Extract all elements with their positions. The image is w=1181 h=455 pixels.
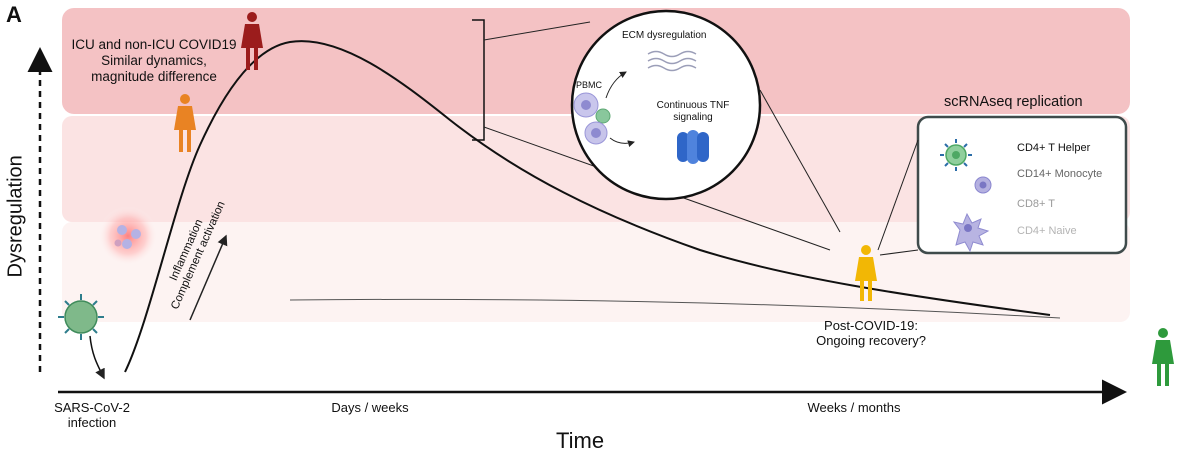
replication-connector-bottom: [879, 249, 919, 256]
cd14-monocyte-icon: [974, 176, 992, 194]
icu-patient-icon: [241, 12, 263, 70]
panel-label: A: [6, 2, 22, 27]
pbmc-label: PBMC: [576, 80, 603, 90]
days-weeks-label: Days / weeks: [331, 400, 409, 415]
replication-title: scRNAseq replication: [944, 94, 1083, 110]
infection-arrow: [89, 335, 105, 380]
tnf-label: Continuous TNF signaling: [656, 100, 730, 123]
recovered-patient-icon: [1152, 328, 1174, 386]
weeks-months-label: Weeks / months: [807, 400, 901, 415]
cell-label-cd14-monocyte: CD14+ Monocyte: [1017, 168, 1103, 180]
cell-label-cd4-t-helper: CD4+ T Helper: [1017, 142, 1091, 154]
icu-note: ICU and non-ICU COVID19 Similar dynamics…: [71, 37, 237, 84]
pbmc-arrow-right: [609, 137, 635, 148]
coronavirus-icon: [58, 294, 104, 340]
dysregulation-curve: [124, 40, 1051, 373]
zoom-connector-top: [483, 21, 591, 41]
cell-label-cd4-naive: CD4+ Naive: [1017, 225, 1077, 237]
replication-connector-top: [877, 139, 919, 251]
ecm-label: ECM dysregulation: [622, 30, 707, 41]
cd4-naive-icon: [952, 212, 990, 253]
cd4-t-helper-icon: [940, 139, 972, 171]
zoom-connector-right: [759, 89, 841, 233]
ecm-fiber-icon: [647, 50, 697, 72]
x-axis-label: Time: [556, 428, 605, 453]
y-axis-label: Dysregulation: [4, 155, 27, 278]
secondary-curve: [289, 298, 1061, 319]
post-covid-label: Post-COVID-19: Ongoing recovery?: [816, 318, 926, 348]
inflamed-cells-icon: [98, 206, 158, 266]
cell-label-cd8-t: CD8+ T: [1017, 198, 1056, 210]
tnf-receptor-icon: [677, 130, 709, 164]
infection-label: SARS-CoV-2 infection: [54, 400, 130, 430]
non-icu-patient-icon: [174, 94, 196, 152]
pbmc-arrow-up: [605, 71, 627, 99]
inflammation-arrow: [189, 234, 228, 321]
post-covid-patient-icon: [855, 245, 877, 301]
pbmc-cells-icon: [573, 92, 611, 145]
severity-bracket: [472, 19, 485, 141]
zoom-circle: [570, 9, 762, 201]
